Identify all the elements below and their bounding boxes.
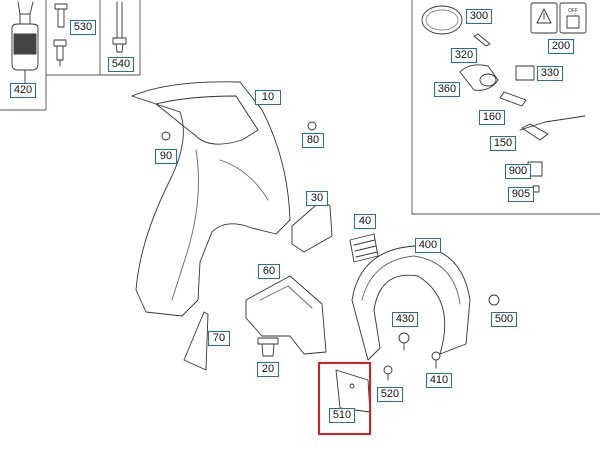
part-label-510[interactable]: 520 xyxy=(377,387,403,402)
part-label-530[interactable]: 530 xyxy=(70,20,96,35)
bolt-530 xyxy=(53,3,68,67)
part-label-160[interactable]: 160 xyxy=(479,110,505,125)
inset-frame-left xyxy=(0,0,141,111)
clip-80 xyxy=(307,121,317,131)
warning-stickers: OFF xyxy=(530,2,587,34)
inner-panel xyxy=(245,275,327,355)
part-label-500[interactable]: 510 xyxy=(329,408,355,423)
wheel-liner xyxy=(351,245,471,361)
trim-panel-30 xyxy=(291,199,333,253)
part-label-330[interactable]: 330 xyxy=(537,66,563,81)
fuel-off-text: OFF xyxy=(568,8,578,14)
fuel-door xyxy=(421,5,463,35)
part-label-360[interactable]: 360 xyxy=(434,82,460,97)
part-label-430[interactable]: 500 xyxy=(491,312,517,327)
part-label-90[interactable]: 90 xyxy=(155,149,177,164)
part-label-900[interactable]: 900 xyxy=(505,164,531,179)
highlight-frame xyxy=(318,362,371,435)
part-label-520[interactable]: 420 xyxy=(10,83,36,98)
vent-grille xyxy=(349,233,379,263)
part-label-410[interactable]: 410 xyxy=(426,373,452,388)
part-label-150[interactable]: 150 xyxy=(490,136,516,151)
plug-20 xyxy=(257,337,279,357)
part-label-400[interactable]: 400 xyxy=(415,238,441,253)
fuel-off-icon xyxy=(566,15,580,29)
quarter-panel xyxy=(131,81,291,317)
part-label-10[interactable]: 10 xyxy=(255,90,281,105)
part-label-300[interactable]: 300 xyxy=(466,9,492,24)
trim-70 xyxy=(183,311,209,371)
bolt-540 xyxy=(112,1,127,53)
cleaner-bottle xyxy=(11,1,39,85)
part-label-420[interactable]: 430 xyxy=(392,312,418,327)
part-label-70[interactable]: 70 xyxy=(208,331,230,346)
fasteners xyxy=(383,294,500,381)
inset-frame-right xyxy=(411,0,600,215)
part-label-60[interactable]: 60 xyxy=(258,264,280,279)
clip-90 xyxy=(161,131,171,141)
part-label-80[interactable]: 80 xyxy=(302,133,324,148)
part-label-905[interactable]: 905 xyxy=(508,187,534,202)
part-label-540[interactable]: 540 xyxy=(108,57,134,72)
part-label-200[interactable]: 200 xyxy=(548,39,574,54)
part-label-20[interactable]: 20 xyxy=(257,362,279,377)
inset-small-parts xyxy=(459,33,586,193)
part-label-30[interactable]: 30 xyxy=(306,191,328,206)
part-label-320[interactable]: 320 xyxy=(451,48,477,63)
warning-triangle-icon xyxy=(536,8,552,24)
part-label-40[interactable]: 40 xyxy=(354,214,376,229)
